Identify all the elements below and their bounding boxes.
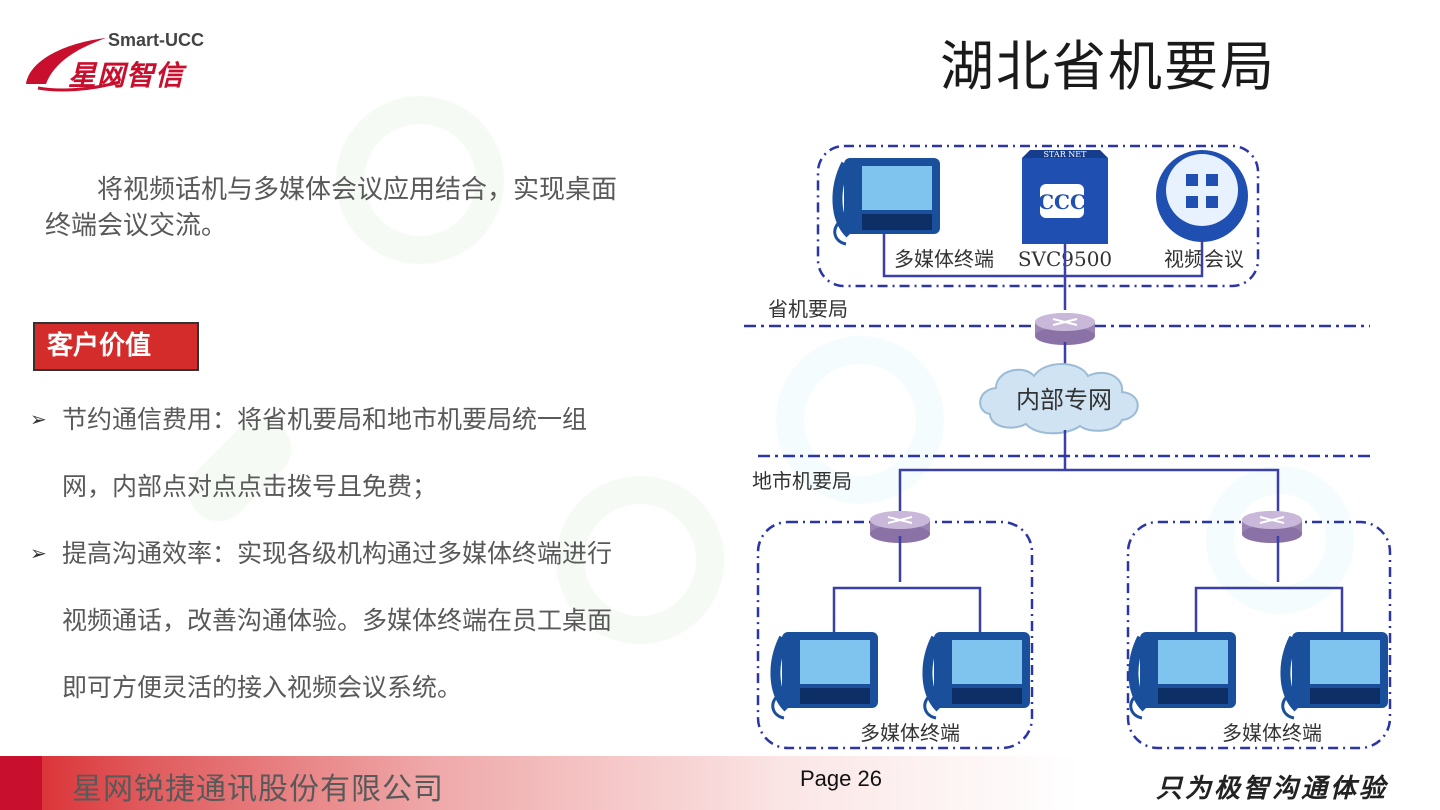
- province-router-icon: [1034, 312, 1096, 346]
- value-bullet: ➢ 节约通信费用：将省机要局和地市机要局统一组网，内部点对点点击拨号且免费；: [30, 386, 630, 520]
- logo-english-text: Smart-UCC: [108, 30, 205, 50]
- right-group-label: 多媒体终端: [1222, 721, 1322, 745]
- multimedia-terminal-icon: [1283, 632, 1388, 718]
- right-city-group: [1126, 520, 1392, 750]
- multimedia-terminal-icon: [1131, 632, 1236, 718]
- logo-swoosh-icon: [26, 38, 121, 92]
- value-bullet-list: ➢ 节约通信费用：将省机要局和地市机要局统一组网，内部点对点点击拨号且免费； ➢…: [30, 386, 630, 721]
- province-label: 省机要局: [768, 297, 848, 321]
- slide-title: 湖北省机要局: [940, 35, 1276, 98]
- left-group-label: 多媒体终端: [860, 721, 960, 745]
- multimedia-terminal-icon: [773, 632, 878, 718]
- svc-server-icon: STAR NET CCC: [1022, 150, 1108, 244]
- cloud-label: 内部专网: [1016, 386, 1112, 414]
- logo-chinese-text: 星网智信: [68, 59, 185, 92]
- server-badge: CCC: [1038, 190, 1086, 214]
- arrow-bullet-icon: ➢: [30, 541, 47, 565]
- conference-label: 视频会议: [1164, 247, 1244, 271]
- left-city-group: [756, 520, 1034, 750]
- city-label: 地市机要局: [752, 469, 852, 493]
- province-device-group: [816, 144, 1260, 288]
- server-brand: STAR NET: [1044, 150, 1088, 159]
- multimedia-terminal-icon: [835, 158, 940, 244]
- footer-bar: [0, 756, 1440, 810]
- private-network-cloud-icon: 内部专网: [979, 363, 1139, 435]
- top-terminal-label: 多媒体终端: [894, 247, 994, 271]
- video-conference-icon: [1156, 150, 1248, 242]
- page-number: Page 26: [800, 766, 882, 791]
- value-bullet: ➢ 提高沟通效率：实现各级机构通过多媒体终端进行视频通话，改善沟通体验。多媒体终…: [30, 520, 630, 721]
- bullet-text: 节约通信费用：将省机要局和地市机要局统一组网，内部点对点点击拨号且免费；: [62, 405, 588, 501]
- company-name: 星网锐捷通讯股份有限公司: [72, 772, 444, 807]
- right-router-icon: [1241, 510, 1303, 544]
- intro-paragraph: 将视频话机与多媒体会议应用结合，实现桌面终端会议交流。: [45, 175, 618, 241]
- footer-accent: [0, 756, 42, 810]
- multimedia-terminal-icon: [925, 632, 1030, 718]
- company-logo: Smart-UCC 星网智信: [20, 28, 230, 100]
- bullet-text: 提高沟通效率：实现各级机构通过多媒体终端进行视频通话，改善沟通体验。多媒体终端在…: [62, 539, 613, 702]
- customer-value-heading: 客户价值: [33, 322, 199, 371]
- slogan: 只为极智沟通体验: [1156, 774, 1389, 804]
- arrow-bullet-icon: ➢: [30, 407, 47, 431]
- network-diagram: STAR NET CCC 多媒体终端 SVC9500 视频会议 省机要局 内部专…: [744, 144, 1440, 750]
